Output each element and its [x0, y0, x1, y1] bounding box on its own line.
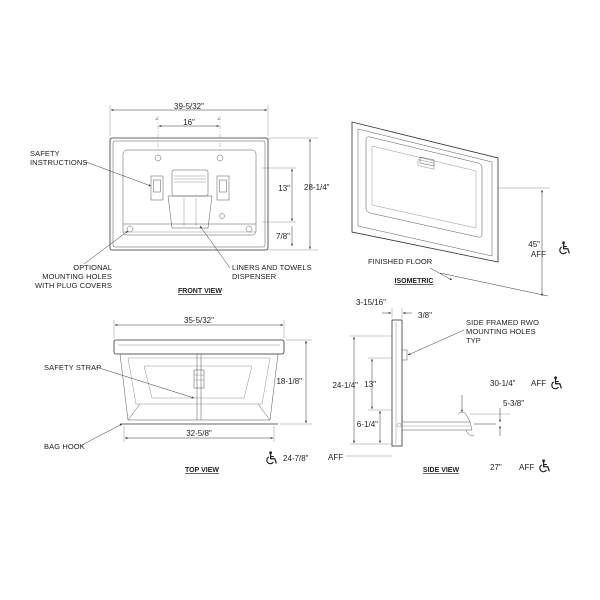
front-width-dim: 39-5/32" [174, 102, 204, 111]
front-bottom-dim: 7/8" [276, 232, 290, 241]
bag-hook-label: BAG HOOK [44, 442, 85, 451]
side-view: 3-15/16" 3/8" 24-1/4" 13" 6-1/4" AFF 30-… [328, 298, 562, 474]
side-holes-label-2: MOUNTING HOLES [466, 327, 536, 336]
side-aff-label: AFF [328, 453, 343, 462]
side-mid-dim: 13" [364, 380, 376, 389]
top-view: 35-5/32" 18-1/8" 32-5/8" SAFETY STRAP BA… [44, 316, 312, 474]
safety-instructions-label-2: INSTRUCTIONS [30, 158, 87, 167]
side-holes-label-3: TYP [466, 336, 481, 345]
mounting-holes-label-3: WITH PLUG COVERS [35, 281, 112, 290]
iso-height-dim: 45" [528, 240, 540, 249]
iso-aff-label: AFF [531, 250, 546, 259]
svg-text:⊥: ⊥ [217, 116, 221, 121]
front-view: ⊥ ⊥ 39-5/32" 16" 28-1/4" 13" 7/8" SAFETY… [30, 102, 330, 295]
side-flange-dim: 3/8" [418, 311, 432, 320]
safety-strap-label: SAFETY STRAP [44, 363, 101, 372]
top-aff-dim: 24-7/8" [283, 454, 309, 463]
isometric-view: 45" AFF FINISHED FLOOR ISOMETRIC [351, 121, 570, 297]
side-bed-aff-dim: 27" [490, 463, 502, 472]
front-view-title: FRONT VIEW [178, 288, 222, 295]
top-inner-dim: 32-5/8" [186, 429, 212, 438]
svg-text:⊥: ⊥ [155, 116, 159, 121]
top-view-title: TOP VIEW [185, 467, 219, 474]
mounting-holes-label-2: MOUNTING HOLES [42, 272, 112, 281]
side-height-dim: 24-1/4" [332, 381, 358, 390]
mounting-holes-label-1: OPTIONAL [73, 263, 112, 272]
wheelchair-icon-top [266, 451, 277, 465]
wheelchair-icon-side-top [551, 376, 562, 390]
side-bed-aff-label: AFF [519, 463, 534, 472]
side-top-aff-label: AFF [531, 379, 546, 388]
side-top-aff-dim: 30-1/4" [490, 379, 516, 388]
liners-label-1: LINERS AND TOWELS [232, 263, 312, 272]
liners-label-2: DISPENSER [232, 272, 277, 281]
finished-floor-label: FINISHED FLOOR [368, 257, 433, 266]
side-lip-dim: 5-3/8" [503, 399, 524, 408]
wheelchair-icon [559, 241, 570, 255]
front-mid-dim: 13" [278, 184, 290, 193]
top-depth-dim: 18-1/8" [276, 377, 302, 386]
side-depth-dim: 3-15/16" [356, 298, 386, 307]
front-hole-spacing-dim: 16" [183, 118, 195, 127]
side-holes-label-1: SIDE FRAMED RWO [466, 318, 539, 327]
side-bottom-dim: 6-1/4" [357, 420, 378, 429]
top-width-dim: 35-5/32" [184, 316, 214, 325]
front-height-dim: 28-1/4" [304, 183, 330, 192]
safety-instructions-label-1: SAFETY [30, 149, 60, 158]
wheelchair-icon-side-bed [539, 459, 550, 473]
side-view-title: SIDE VIEW [423, 467, 460, 474]
isometric-title: ISOMETRIC [395, 278, 434, 285]
